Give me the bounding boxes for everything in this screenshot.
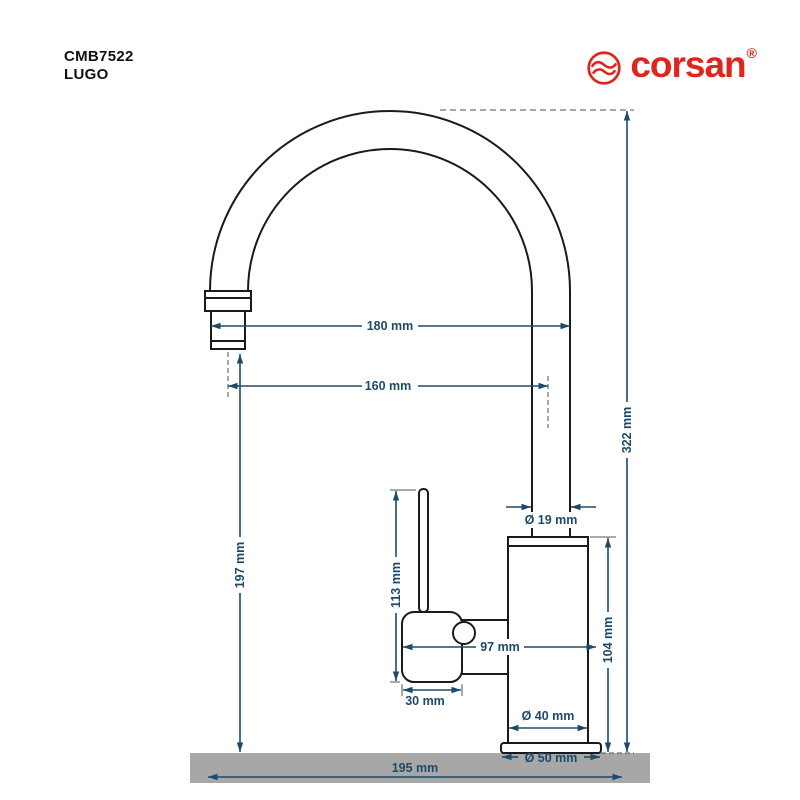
handle-pivot: [452, 621, 476, 645]
brand-name: corsan: [630, 44, 746, 85]
dim-label-total-height: 322 mm: [620, 407, 634, 454]
product-id-block: CMB7522 LUGO: [64, 48, 134, 83]
dim-label-spout-reach-center: 160 mm: [365, 379, 412, 393]
dim-label-body-depth: 97 mm: [480, 640, 520, 654]
dim-label-handle-width: 30 mm: [405, 694, 445, 708]
spout-arc-inner: [247, 148, 533, 292]
spout-arc-outer: [209, 110, 571, 292]
base-flange: [500, 742, 602, 754]
brand-wave-icon: [587, 51, 622, 85]
dim-label-lever-height: 113 mm: [389, 562, 403, 608]
dim-label-body-height: 104 mm: [601, 617, 615, 664]
dimension-labels: 180 mm 160 mm 322 mm 197 mm Ø 19 mm 113 …: [233, 319, 634, 775]
handle-lever-rod: [418, 488, 429, 613]
spout-tip: [210, 310, 246, 350]
dim-label-pipe-diameter: Ø 19 mm: [525, 513, 578, 527]
dimension-lines: [208, 111, 631, 781]
dim-label-body-diameter: Ø 40 mm: [522, 709, 575, 723]
dim-label-base-diameter: Ø 50 mm: [525, 751, 578, 765]
registered-trademark-mark: ®: [746, 45, 757, 61]
brand-logo: corsan ®: [585, 44, 757, 87]
dim-label-base-length: 195 mm: [392, 761, 439, 775]
product-code: CMB7522: [64, 48, 134, 65]
spout-coupling: [204, 290, 252, 312]
dim-label-outlet-height: 197 mm: [233, 542, 247, 589]
faucet-outline: [204, 110, 602, 754]
extension-lines: [227, 109, 634, 754]
label-backgrounds: [232, 318, 635, 668]
dim-label-spout-reach-outer: 180 mm: [367, 319, 414, 333]
product-name: LUGO: [64, 65, 109, 83]
